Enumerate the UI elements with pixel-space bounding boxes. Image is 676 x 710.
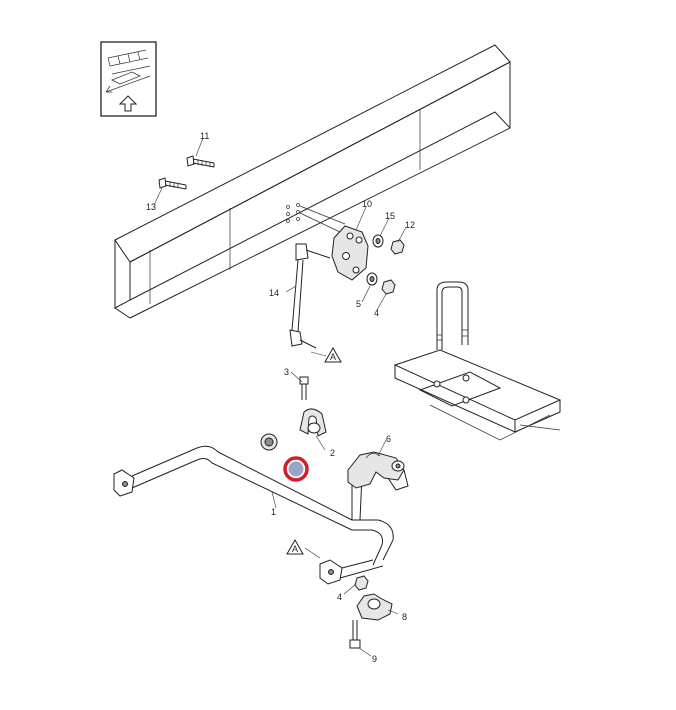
part-label-12: 12 bbox=[405, 220, 415, 230]
part-label-4-lower: 4 bbox=[337, 592, 342, 602]
chassis-frame-rail bbox=[114, 44, 511, 319]
nut-12 bbox=[390, 239, 405, 255]
part-number-labels: 1 2 3 4 4 5 6 8 9 10 11 12 13 14 15 bbox=[146, 131, 415, 664]
leader-lines bbox=[153, 137, 407, 657]
link-rod-14 bbox=[289, 243, 331, 349]
bolt-9 bbox=[349, 620, 361, 649]
washer-15 bbox=[372, 234, 384, 248]
bolt-3 bbox=[299, 376, 309, 400]
part-label-14: 14 bbox=[269, 288, 279, 298]
nut-4-lower bbox=[354, 575, 369, 591]
reference-marker-label: A bbox=[330, 352, 336, 362]
bolt-11 bbox=[186, 155, 215, 168]
nut-4-upper bbox=[381, 279, 396, 295]
part-label-13: 13 bbox=[146, 202, 156, 212]
u-bolt-assembly bbox=[393, 281, 562, 441]
part-label-1: 1 bbox=[271, 507, 276, 517]
part-label-4-upper: 4 bbox=[374, 308, 379, 318]
washer-5 bbox=[366, 272, 378, 286]
part-label-5: 5 bbox=[356, 299, 361, 309]
bracket-6 bbox=[347, 451, 409, 491]
highlighted-part-marker bbox=[283, 456, 309, 482]
mounting-holes bbox=[286, 203, 346, 233]
bracket-10 bbox=[331, 225, 369, 281]
part-label-2: 2 bbox=[330, 448, 335, 458]
part-label-10: 10 bbox=[362, 199, 372, 209]
part-label-11: 11 bbox=[200, 131, 209, 141]
reference-marker-a-upper: A bbox=[324, 346, 342, 363]
clamp-2 bbox=[299, 408, 327, 437]
reference-marker-label: A bbox=[292, 544, 298, 554]
part-label-3: 3 bbox=[284, 367, 289, 377]
orientation-arrow-icon bbox=[100, 41, 157, 117]
reference-marker-a-lower: A bbox=[286, 538, 304, 555]
part-label-8: 8 bbox=[402, 612, 407, 622]
clamp-8 bbox=[356, 593, 393, 621]
part-label-6: 6 bbox=[386, 434, 391, 444]
part-label-9: 9 bbox=[372, 654, 377, 664]
bolt-13 bbox=[158, 177, 187, 190]
part-label-15: 15 bbox=[385, 211, 395, 221]
stabilizer-bar-1 bbox=[113, 445, 394, 585]
bushing bbox=[260, 433, 278, 451]
